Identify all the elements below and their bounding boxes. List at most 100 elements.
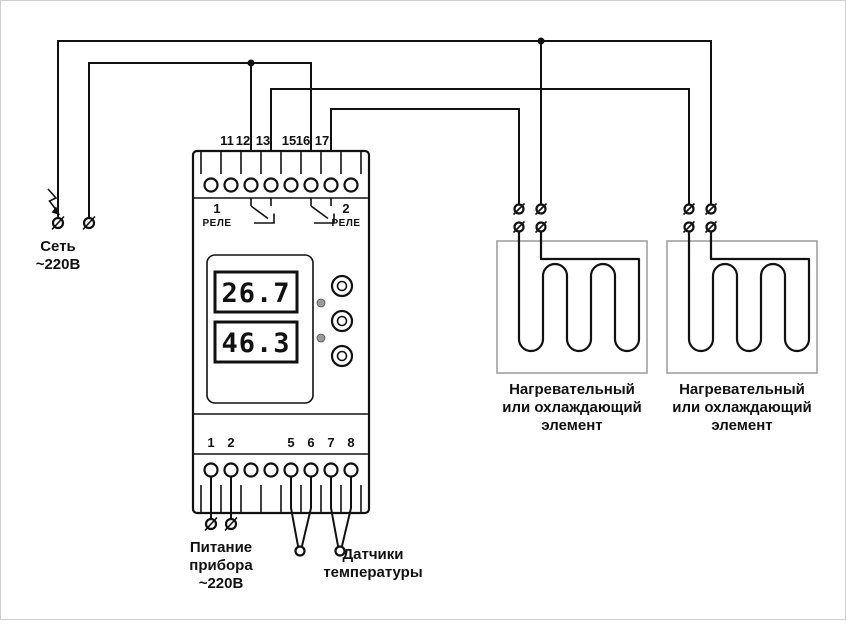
screw-terminal (203, 177, 219, 193)
terminal-slots-top (200, 151, 362, 174)
screw-terminal (303, 177, 319, 193)
terminal-slash (82, 215, 96, 231)
terminal-number: 11 (220, 133, 234, 148)
element2-label-line3: элемент (711, 417, 772, 434)
screw-terminal (243, 462, 259, 478)
sensor2-wire-b (341, 476, 352, 547)
terminal-number: 13 (256, 133, 270, 148)
terminal-slash (534, 202, 548, 216)
sensor1-probe (294, 545, 306, 557)
sensor2-wire-a (330, 476, 339, 547)
screw-terminal (223, 177, 239, 193)
terminal-number: 15 (282, 133, 296, 148)
terminal-slash (704, 220, 718, 234)
wire-mains-line1 (57, 40, 712, 218)
led-indicator (316, 333, 326, 343)
heating-coil (517, 231, 641, 353)
heating-element-2: Нагревательный или охлаждающий элемент (666, 202, 818, 434)
screw-terminal (343, 177, 359, 193)
terminal-slash (534, 220, 548, 234)
display-value-top: 26.7 (221, 278, 290, 309)
sensors-label-line1: Датчики (342, 546, 403, 563)
junction-dot (537, 37, 545, 45)
terminal-slash (512, 202, 526, 216)
screw-terminal (323, 177, 339, 193)
wires (57, 37, 712, 218)
screw-terminal (283, 177, 299, 193)
button-set-center (336, 315, 348, 327)
relay2-contact: 2 РЕЛЕ (310, 198, 360, 229)
sensor1-wire-a (290, 476, 299, 547)
button-up[interactable] (330, 274, 354, 298)
terminal-number: 17 (315, 133, 329, 148)
bottom-terminal-numbers: 1 2 5 6 7 8 (207, 435, 354, 450)
terminal-slash (704, 202, 718, 216)
wire-terminal13-element2 (270, 88, 690, 204)
relay1-label: РЕЛЕ (202, 218, 231, 229)
screw-terminal (243, 177, 259, 193)
display-module: 26.7 46.3 (206, 254, 354, 404)
screw-terminal (343, 462, 359, 478)
bottom-terminal-strip (193, 453, 369, 512)
power-label-line1: Питание (190, 539, 252, 556)
terminal-number: 8 (347, 435, 354, 450)
screw-terminal (263, 462, 279, 478)
screw-terminal (203, 462, 219, 478)
element1-label-line3: элемент (541, 417, 602, 434)
screw-terminal (323, 462, 339, 478)
relay1-contact: 1 РЕЛЕ (202, 198, 275, 229)
mains-input: Сеть ~220В (36, 188, 96, 273)
element2-label-line2: или охлаждающий (672, 399, 812, 416)
relay2-label: РЕЛЕ (331, 218, 360, 229)
terminal-slash (204, 516, 218, 532)
terminal-number: 6 (307, 435, 314, 450)
terminal-number: 7 (327, 435, 334, 450)
relay2-number: 2 (342, 201, 349, 216)
relay1-number: 1 (213, 201, 220, 216)
terminal-number: 12 (236, 133, 250, 148)
terminal-slash (51, 215, 65, 231)
junction-dot (247, 59, 255, 67)
mains-label-line2: ~220В (36, 256, 81, 273)
wire-mains-line2 (88, 62, 312, 218)
terminal-number: 2 (227, 435, 234, 450)
terminal-number: 5 (287, 435, 294, 450)
button-set[interactable] (330, 309, 354, 333)
display-value-bottom: 46.3 (221, 328, 290, 359)
wire-terminal17-element1 (330, 108, 520, 204)
top-terminal-numbers: 11 12 13 15 16 17 (220, 133, 329, 148)
terminal-slash (224, 516, 238, 532)
sensor2-probe (334, 545, 346, 557)
screw-terminal (223, 462, 239, 478)
lightning-icon (47, 188, 58, 212)
button-down[interactable] (330, 344, 354, 368)
screw-terminal (283, 462, 299, 478)
controller-device: 11 12 13 15 16 17 1 РЕЛЕ 2 РЕЛЕ 26.7 46.… (191, 133, 371, 515)
lightning-arrowhead-icon (51, 206, 60, 215)
heating-element-1: Нагревательный или охлаждающий элемент (496, 202, 648, 434)
terminal-slots-bottom (200, 485, 362, 512)
top-terminal-strip (193, 151, 369, 199)
terminal-number: 1 (207, 435, 214, 450)
heating-coil (687, 231, 811, 353)
element1-label-line2: или охлаждающий (502, 399, 642, 416)
element2-label-line1: Нагревательный (679, 381, 805, 398)
mains-label-line1: Сеть (40, 238, 76, 255)
power-label-line3: ~220В (199, 575, 244, 592)
power-label-line2: прибора (189, 557, 253, 574)
element1-label-line1: Нагревательный (509, 381, 635, 398)
display-window-bottom (213, 320, 299, 364)
sensor1-wire-b (301, 476, 312, 547)
terminal-number: 16 (296, 133, 310, 148)
terminal-slash (512, 220, 526, 234)
power-input: Питание прибора ~220В (189, 476, 253, 592)
button-up-center (336, 280, 348, 292)
temperature-sensors: Датчики температуры (290, 476, 423, 581)
button-down-center (336, 350, 348, 362)
led-indicator (316, 298, 326, 308)
screw-terminal (303, 462, 319, 478)
sensors-label-line2: температуры (323, 564, 422, 581)
terminal-slash (682, 220, 696, 234)
